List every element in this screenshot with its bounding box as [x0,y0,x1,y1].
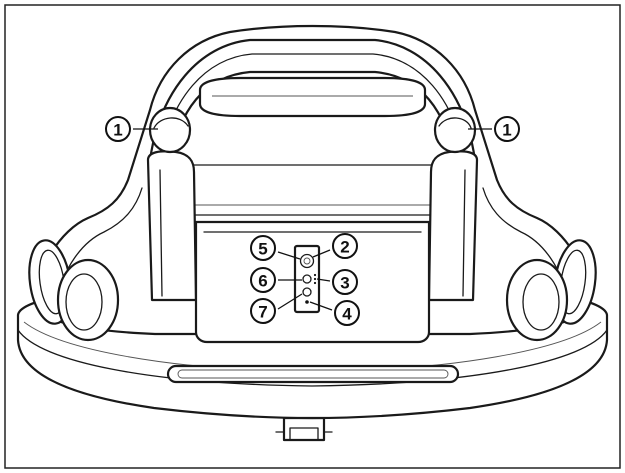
callout-7: 7 [250,298,276,324]
callout-1-left: 1 [105,116,131,142]
control-switch [302,274,312,284]
callout-6: 6 [250,267,276,293]
callout-label: 5 [258,240,267,259]
callout-label: 1 [113,121,122,140]
left-bolster [146,106,198,302]
callout-1-right: 1 [494,116,520,142]
callout-label: 4 [342,305,352,324]
callout-leaders [133,128,492,311]
callout-label: 1 [502,121,511,140]
callout-label: 2 [340,238,349,257]
control-indicator [305,300,309,304]
control-port [302,287,312,297]
leader-4 [309,301,333,311]
callout-label: 7 [258,303,267,322]
callout-2: 2 [332,233,358,259]
callout-5: 5 [250,235,276,261]
callout-label: 6 [258,272,267,291]
rear-light-bar [166,364,460,384]
leader-7 [277,293,303,310]
leader-3 [316,278,331,282]
control-knob [299,253,315,269]
leader-5 [277,251,301,260]
seat-area [169,164,456,216]
callout-3: 3 [332,269,358,295]
right-bolster [427,106,479,302]
right-rear-lights [505,239,597,342]
callout-label: 3 [340,274,349,293]
leader-2 [312,249,331,258]
left-rear-lights [28,239,120,342]
callout-4: 4 [334,300,360,326]
tow-hitch [275,416,333,442]
control-console [194,220,431,344]
